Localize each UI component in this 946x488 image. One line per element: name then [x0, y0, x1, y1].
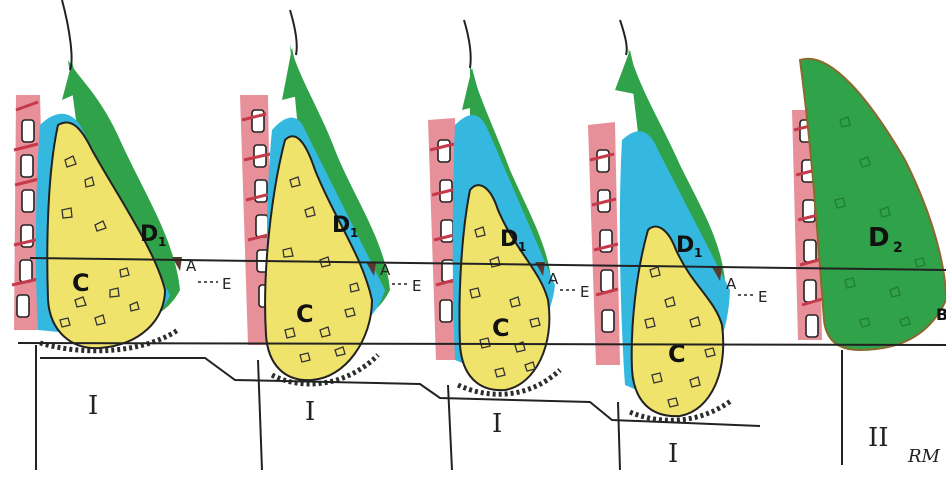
label-e-2: E [412, 277, 421, 295]
label-a-4: A [726, 275, 737, 293]
label-d-sub-1: 1 [158, 235, 166, 249]
panel-2: C D 1 A E I [240, 45, 421, 427]
label-d-sub-3: 1 [518, 240, 526, 254]
label-e-3: E [580, 283, 589, 301]
panel-4: C D 1 A E I [588, 48, 767, 469]
stage-label-1: I [88, 391, 98, 421]
panel-3: C D 1 A E I [428, 65, 589, 439]
panel-5: D 2 B II RM [792, 59, 946, 467]
top-stroke-2 [290, 10, 297, 55]
label-d-1: D [140, 222, 158, 247]
panel-1: C D 1 A E I [12, 60, 231, 421]
stage-label-3: I [492, 409, 502, 439]
stage-label-5: II [868, 423, 889, 453]
label-d-sub-5: 2 [893, 240, 903, 256]
top-stroke-4 [620, 20, 627, 55]
label-c-1: C [72, 269, 90, 297]
label-b-edge: B [936, 305, 946, 324]
stage-label-2: I [305, 397, 315, 427]
label-d-sub-4: 1 [694, 246, 702, 260]
top-stroke-3 [464, 20, 471, 68]
label-d-5: D [868, 223, 890, 253]
top-stroke-1 [62, 0, 72, 70]
label-e-1: E [222, 275, 231, 293]
signature: RM [907, 446, 941, 467]
label-c-3: C [492, 314, 510, 342]
label-d-4: D [676, 233, 694, 258]
horizontal-line-lower [18, 343, 946, 345]
label-c-2: C [296, 300, 314, 328]
follicle-5 [800, 59, 946, 350]
label-d-3: D [500, 227, 518, 252]
stage-label-4: I [668, 439, 678, 469]
label-d-2: D [332, 213, 350, 238]
label-d-sub-2: 1 [350, 226, 358, 240]
label-e-4: E [758, 288, 767, 306]
divider-2 [258, 360, 262, 470]
label-a-3: A [548, 270, 559, 288]
divider-4 [618, 402, 620, 470]
